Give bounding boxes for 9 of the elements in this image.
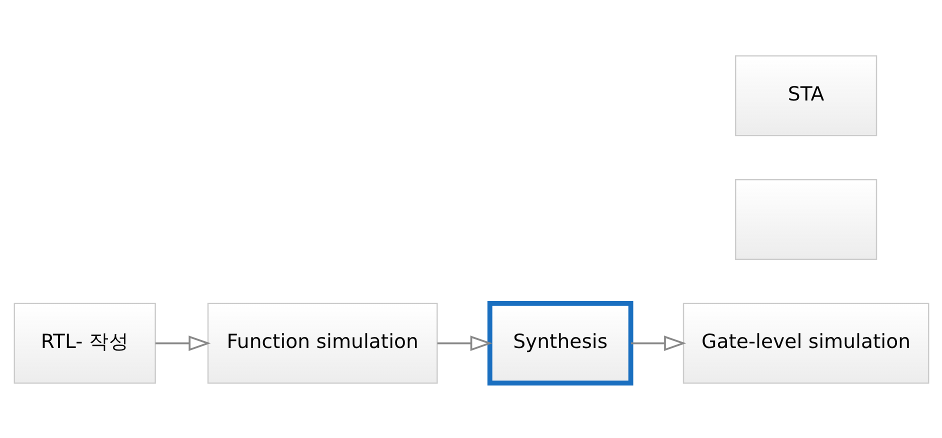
node-box: Function simulation	[206, 302, 438, 384]
node-box: RTL- 작성	[13, 302, 156, 384]
node-box: Gate-level simulation	[682, 302, 929, 384]
node-box: Synthesis	[486, 300, 633, 386]
node-box	[734, 178, 877, 260]
arrow	[436, 335, 492, 350]
node-box: STA	[734, 54, 877, 136]
arrow	[154, 335, 210, 350]
arrow	[630, 335, 686, 350]
